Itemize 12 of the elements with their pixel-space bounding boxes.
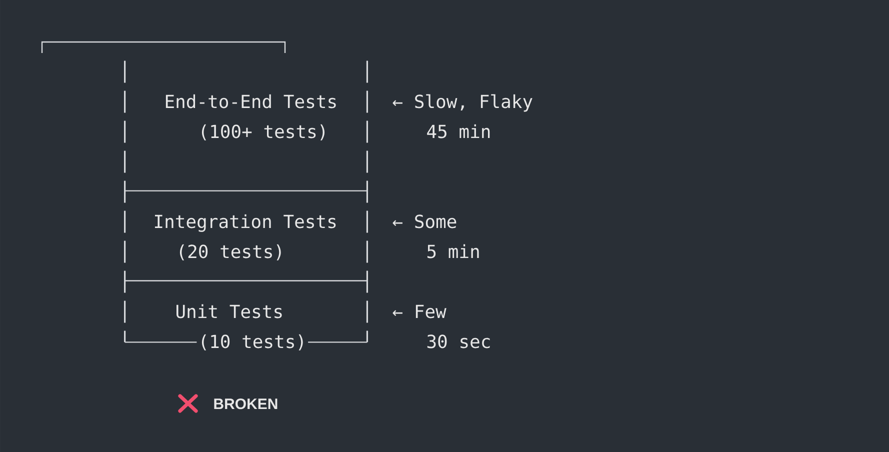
layer-box: Unit Tests (10 tests) <box>124 280 368 352</box>
layer-box: Integration Tests (20 tests) <box>124 190 368 282</box>
status-label: BROKEN <box>214 398 278 410</box>
node-label: (10 tests) <box>202 334 303 350</box>
side-note: ← Some <box>392 214 456 228</box>
side-note: 30 sec <box>427 334 490 348</box>
side-note: ← Few <box>392 304 446 318</box>
side-note: 5 min <box>427 244 479 258</box>
layer-box: End-to-End Tests (100+ tests) <box>124 60 368 192</box>
node-label: Unit Tests <box>176 304 282 318</box>
side-note: 45 min <box>427 124 490 138</box>
side-note: ← Slow, Flaky <box>392 94 532 112</box>
